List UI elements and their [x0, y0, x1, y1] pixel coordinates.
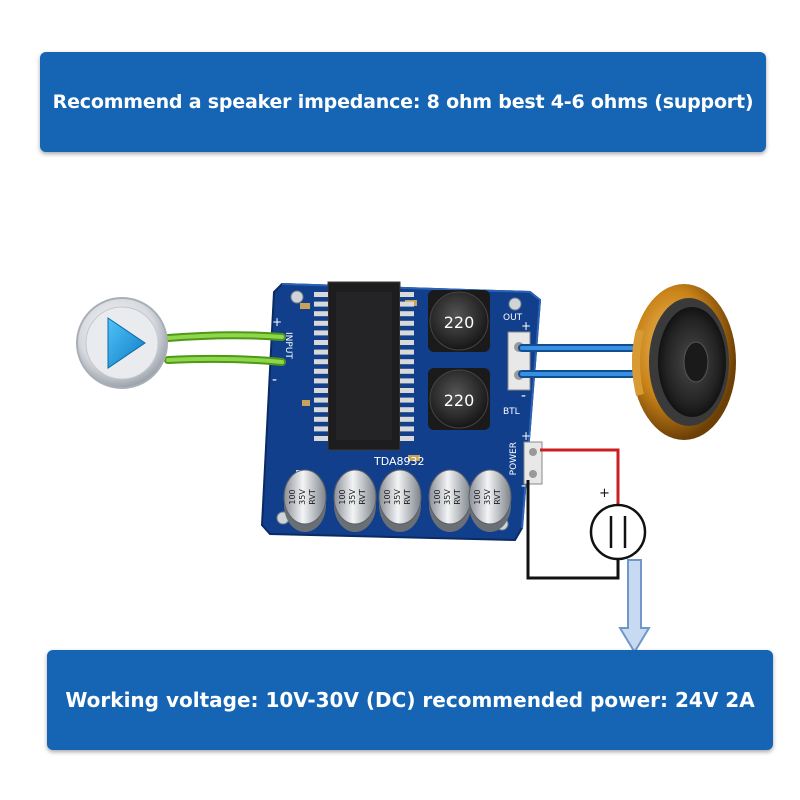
capacitor-label: RVT — [493, 489, 502, 505]
voltage-banner: Working voltage: 10V-30V (DC) recommende… — [47, 650, 773, 750]
ic-pin — [314, 320, 328, 326]
input-label: INPUT — [283, 332, 293, 359]
dc-source-icon — [589, 503, 647, 561]
ic-pin — [400, 330, 414, 336]
ic-pin — [400, 388, 414, 393]
ic-pin — [314, 349, 328, 355]
ic-pin — [400, 301, 414, 307]
amplifier-ic — [327, 281, 401, 451]
ic-pin — [400, 368, 414, 374]
ic-pins-right — [400, 292, 414, 441]
impedance-banner: Recommend a speaker impedance: 8 ohm bes… — [40, 52, 766, 152]
capacitor-label: 35V — [348, 489, 357, 505]
ic-pin — [314, 368, 328, 374]
impedance-text: Recommend a speaker impedance: 8 ohm bes… — [52, 91, 754, 113]
down-arrow-icon — [618, 559, 651, 654]
capacitor-label: 100 — [338, 489, 347, 504]
ic-pin — [314, 340, 328, 345]
capacitor-label: 100 — [288, 489, 297, 504]
power-label: POWER — [509, 442, 519, 475]
capacitor-label: 100 — [473, 489, 482, 504]
power-minus-label: - — [521, 478, 526, 494]
ic-pin — [400, 359, 414, 365]
ic-pin — [400, 378, 414, 384]
ic-pin — [314, 436, 328, 441]
out-minus-label: - — [521, 388, 526, 404]
ic-pin — [400, 292, 414, 297]
ic-pins-left — [314, 292, 328, 441]
capacitor-label: 100 — [383, 489, 392, 504]
inductor-top: 220 — [428, 290, 490, 352]
ic-pin — [400, 397, 414, 403]
ic-pin — [400, 426, 414, 432]
ic-pin — [400, 436, 414, 441]
ic-pin — [400, 416, 414, 422]
ic-pin — [314, 359, 328, 365]
ic-pin — [314, 330, 328, 336]
ic-pin — [314, 416, 328, 422]
input-plus-label: + — [272, 315, 282, 329]
output-terminal — [507, 331, 531, 391]
inductor-top-label: 220 — [444, 313, 475, 332]
out-plus-label: + — [521, 319, 531, 333]
ic-pin — [400, 349, 414, 355]
ic-pin — [314, 397, 328, 403]
ic-pin — [400, 320, 414, 326]
power-wires — [526, 448, 620, 580]
capacitor-label: RVT — [453, 489, 462, 505]
capacitor-label: 35V — [298, 489, 307, 505]
ic-pin — [314, 378, 328, 384]
capacitor-label: 100 — [433, 489, 442, 504]
capacitor-label: RVT — [403, 489, 412, 505]
power-plus-label: + — [521, 429, 531, 443]
ic-pin — [314, 388, 328, 393]
ic-pin — [314, 301, 328, 307]
ic-pin — [314, 426, 328, 432]
ic-pin — [314, 292, 328, 297]
capacitor-label: RVT — [358, 489, 367, 505]
out-label: OUT — [503, 313, 523, 323]
supply-plus-label: + — [599, 486, 610, 501]
speaker-icon — [632, 284, 736, 440]
play-button-icon — [76, 297, 168, 389]
ic-pin — [314, 311, 328, 317]
capacitor-label: 35V — [483, 489, 492, 505]
ic-pin — [400, 340, 414, 345]
capacitor-label: 35V — [393, 489, 402, 505]
btl-label: BTL — [503, 407, 520, 417]
input-wires — [164, 331, 286, 366]
inductor-bottom: 220 — [428, 368, 490, 430]
capacitor-label: 35V — [443, 489, 452, 505]
output-wires — [518, 344, 650, 378]
voltage-text: Working voltage: 10V-30V (DC) recommende… — [65, 688, 755, 712]
capacitor-label: RVT — [308, 489, 317, 505]
input-minus-label: - — [272, 372, 277, 388]
ic-pin — [400, 311, 414, 317]
inductor-bottom-label: 220 — [444, 391, 475, 410]
ic-pin — [400, 407, 414, 413]
ic-pin — [314, 407, 328, 413]
power-terminal — [523, 441, 543, 485]
chip-label: TDA8932 — [373, 455, 425, 468]
